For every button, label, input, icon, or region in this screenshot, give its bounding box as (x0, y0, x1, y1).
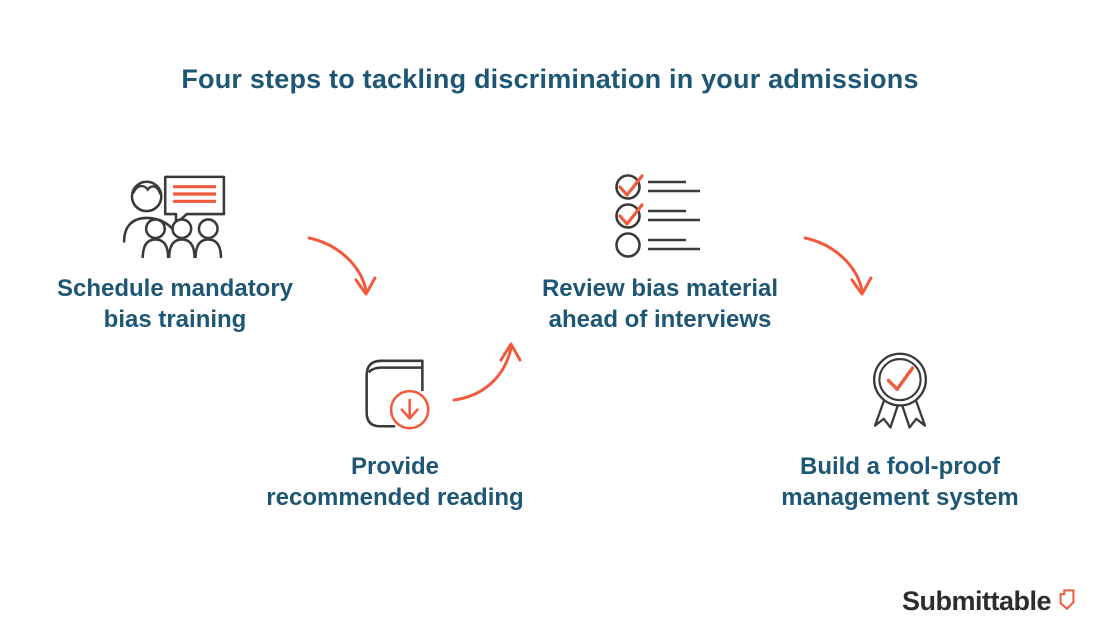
step-4-management-system: Build a fool-proof management system (750, 352, 1050, 513)
submittable-shield-icon (1056, 588, 1078, 618)
step-4-label-line2: management system (781, 484, 1019, 511)
page-title: Four steps to tackling discrimination in… (181, 64, 919, 94)
step-1-label-line2: bias training (103, 306, 247, 333)
step-4-label: Build a fool-proof management system (781, 451, 1018, 513)
step-2-label: Provide recommended reading (266, 451, 523, 513)
award-ribbon-icon (859, 352, 941, 438)
step-3-label-line2: ahead of interviews (548, 306, 772, 333)
step-4-label-line1: Build a fool-proof (800, 453, 1000, 480)
submittable-logo: Submittable (902, 588, 1078, 618)
curved-arrow-step2-to-step3-icon (448, 336, 528, 415)
curved-arrow-step3-to-step4-icon (799, 230, 879, 313)
step-3-label-line1: Review bias material (541, 275, 779, 302)
submittable-logo-text: Submittable (901, 586, 1052, 616)
book-download-icon (349, 352, 441, 438)
step-1-label-line1: Schedule mandatory (56, 275, 294, 302)
step-1-bias-training: Schedule mandatory bias training (25, 174, 325, 335)
step-2-label-line2: recommended reading (266, 484, 524, 511)
step-1-label: Schedule mandatory bias training (57, 273, 293, 335)
step-2-label-line1: Provide (350, 453, 440, 480)
step-3-label: Review bias material ahead of interviews (542, 273, 778, 335)
presenter-audience-icon (119, 174, 231, 260)
curved-arrow-step1-to-step2-icon (303, 230, 383, 313)
step-2-recommended-reading: Provide recommended reading (245, 352, 545, 513)
checklist-icon (612, 174, 708, 260)
step-3-review-bias-material: Review bias material ahead of interviews (510, 174, 810, 335)
